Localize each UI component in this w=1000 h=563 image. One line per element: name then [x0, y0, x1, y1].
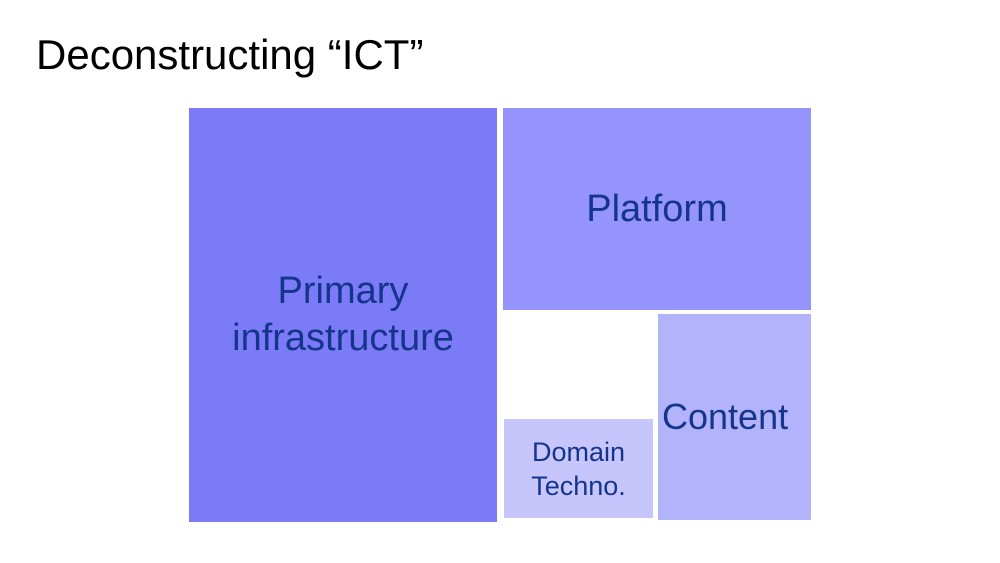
diagram-block-platform-label: Platform	[586, 187, 728, 230]
diagram-block-content[interactable]: Content	[658, 314, 811, 520]
page-title: Deconstructing “ICT”	[36, 31, 424, 78]
diagram-block-platform[interactable]: Platform	[503, 108, 811, 310]
diagram-block-primary-infrastructure-label: Primary infrastructure	[232, 270, 454, 359]
diagram-block-content-label: Content	[662, 396, 789, 437]
diagram-block-domain-technology-label: Domain Techno.	[531, 436, 626, 501]
diagram-block-domain-technology[interactable]: Domain Techno.	[504, 419, 653, 518]
diagram-block-primary-infrastructure[interactable]: Primary infrastructure	[189, 108, 497, 522]
